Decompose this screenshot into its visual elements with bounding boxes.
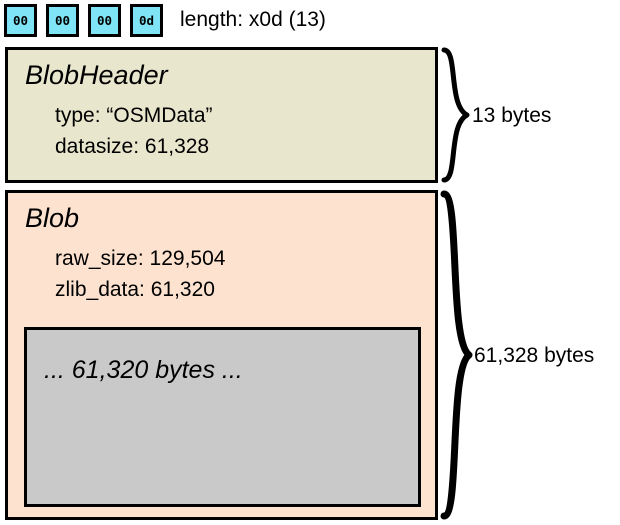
blob-box: Blob raw_size: 129,504 zlib_data: 61,320… (5, 190, 438, 520)
byte-box-0: 00 (4, 4, 37, 37)
blobheader-fields: type: “OSMData” datasize: 61,328 (55, 100, 213, 162)
blob-title: Blob (25, 203, 80, 233)
blob-field-zlib-data: zlib_data: 61,320 (55, 278, 215, 301)
blob-size-label: 61,328 bytes (474, 344, 595, 367)
blobheader-field-datasize: datasize: 61,328 (55, 135, 210, 158)
byte-box-3: 0d (130, 4, 163, 37)
blobheader-brace-icon (441, 47, 470, 183)
byte-box-1: 00 (46, 4, 79, 37)
blob-fields: raw_size: 129,504 zlib_data: 61,320 (55, 243, 225, 305)
length-label: length: x0d (13) (180, 8, 326, 31)
blobheader-box: BlobHeader type: “OSMData” datasize: 61,… (5, 47, 438, 183)
blobheader-field-type: type: “OSMData” (55, 104, 213, 127)
blob-payload-box: ... 61,320 bytes ... (24, 327, 421, 507)
blob-brace-icon (440, 190, 473, 520)
blob-payload-label: ... 61,320 bytes ... (44, 356, 243, 384)
blobheader-size-label: 13 bytes (472, 104, 552, 127)
byte-box-2: 00 (88, 4, 121, 37)
blob-field-raw-size: raw_size: 129,504 (55, 247, 226, 270)
blobheader-title: BlobHeader (25, 60, 168, 90)
